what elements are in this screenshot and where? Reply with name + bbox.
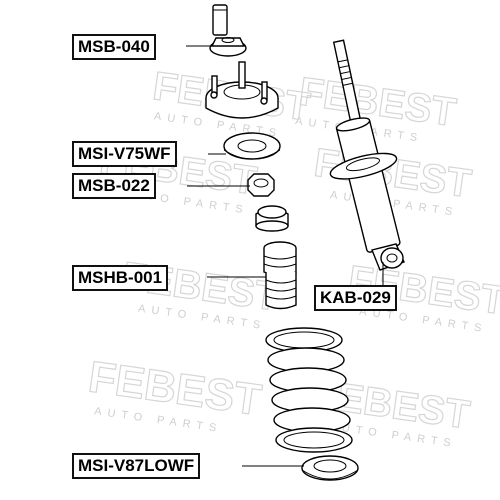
part-kab-029 bbox=[371, 243, 405, 271]
part-mshb-001 bbox=[263, 241, 297, 310]
label-msb-040: MSB-040 bbox=[72, 34, 156, 60]
shock-absorber bbox=[329, 39, 405, 271]
label-msi-v87lowf: MSI-V87LOWF bbox=[72, 453, 201, 479]
part-msb-040 bbox=[209, 37, 247, 57]
part-msi-v75wf bbox=[223, 132, 281, 160]
bump-stop-cap bbox=[255, 205, 289, 232]
label-msi-v75wf: MSI-V75WF bbox=[72, 141, 177, 167]
part-msb-022 bbox=[247, 173, 275, 197]
part-msi-v87lowf bbox=[301, 455, 359, 481]
coil-spring bbox=[265, 327, 353, 453]
label-mshb-001: MSHB-001 bbox=[72, 265, 169, 291]
top-bolt-pin bbox=[212, 4, 228, 36]
label-kab-029: KAB-029 bbox=[314, 285, 397, 311]
label-msb-022: MSB-022 bbox=[72, 173, 156, 199]
strut-mount bbox=[205, 61, 279, 119]
leader-lines bbox=[186, 45, 384, 467]
